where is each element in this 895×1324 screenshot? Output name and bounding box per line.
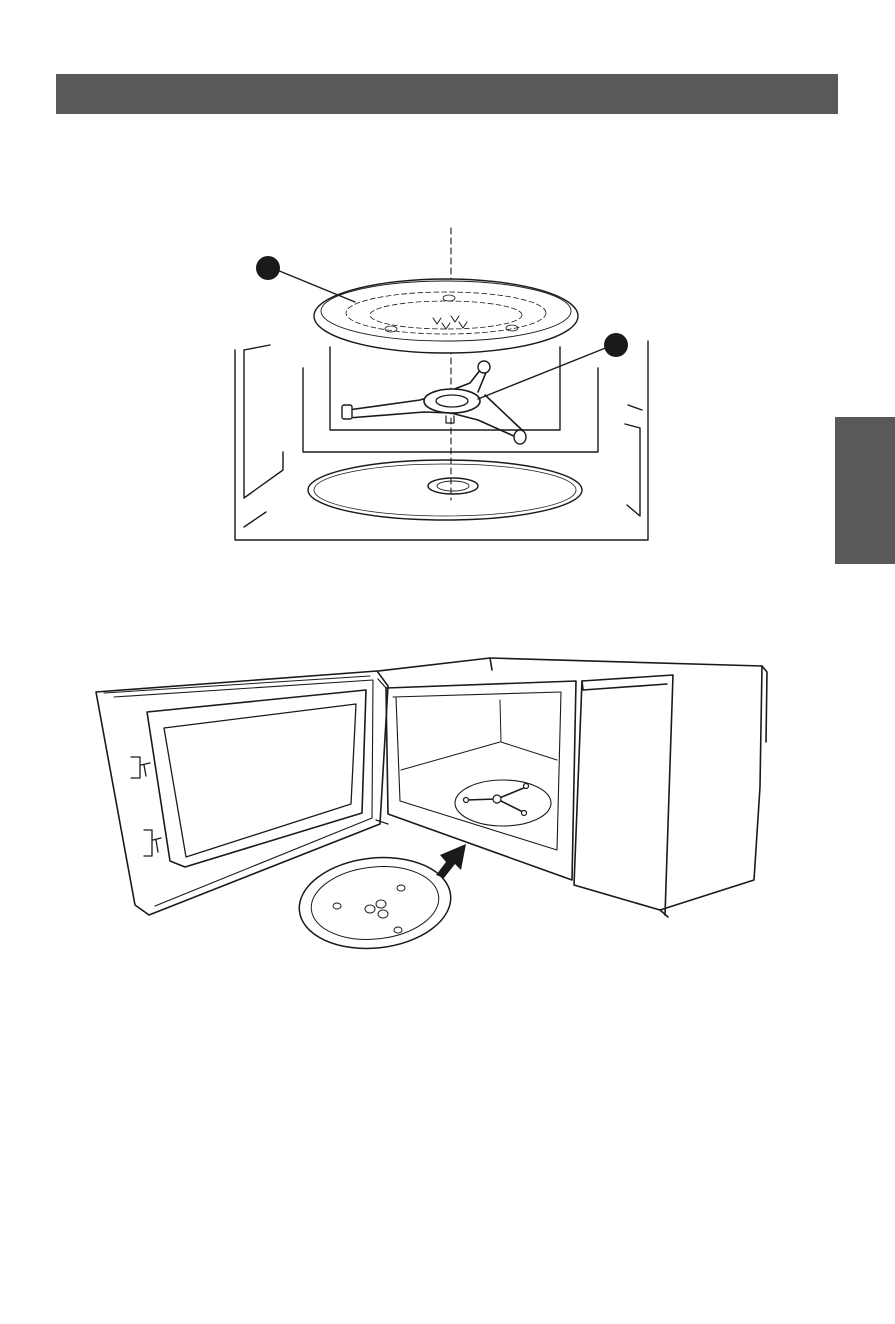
microwave-body [378, 658, 767, 917]
insert-tray-arrow [436, 844, 466, 878]
roller-ring-support [342, 361, 526, 444]
cavity-turntable-floor [455, 780, 551, 826]
callout-marker-tray [256, 256, 280, 280]
callout-leader-ring [478, 347, 608, 399]
glass-tray [314, 279, 578, 353]
microwave-door-open [96, 671, 388, 915]
callout-leader-tray [277, 270, 355, 302]
cavity-outline [235, 341, 648, 540]
exploded-view-figure [235, 228, 648, 540]
glass-tray-loose [295, 850, 456, 955]
callout-marker-ring [604, 333, 628, 357]
cavity-floor-plate [308, 460, 582, 520]
install-view-figure [96, 658, 767, 956]
